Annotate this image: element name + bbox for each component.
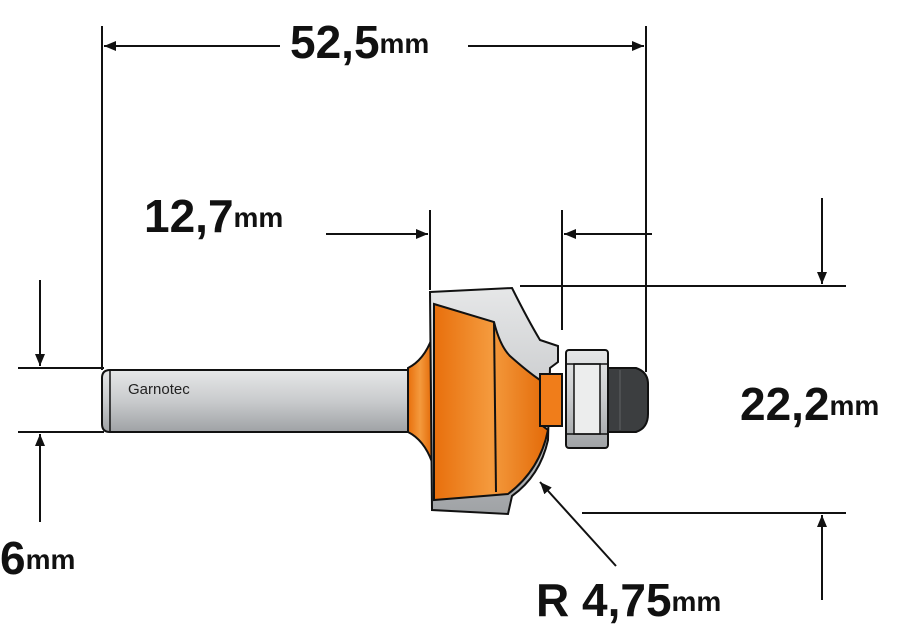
- cutting-diameter-label: 22,2mm: [740, 378, 879, 430]
- extension-lines: [18, 26, 846, 514]
- shank-diameter-unit: mm: [26, 544, 76, 575]
- radius-label: R 4,75mm: [536, 574, 721, 626]
- cutting-length-unit: mm: [234, 202, 284, 233]
- bearing-inner-ring: [573, 363, 601, 435]
- overall-length-label: 52,5mm: [290, 16, 429, 68]
- cutting-length-value: 12,7: [144, 190, 234, 242]
- brand-label: Garnotec: [128, 381, 190, 398]
- cutter-neck: [407, 337, 433, 463]
- cutter-body: [433, 302, 550, 502]
- shank-diameter-label: 6mm: [0, 532, 75, 584]
- bearing-spindle: [539, 373, 563, 427]
- overall-length-value: 52,5: [290, 16, 380, 68]
- bearing: [565, 349, 609, 449]
- cutting-diameter-value: 22,2: [740, 378, 830, 430]
- radius-leader: [539, 481, 617, 567]
- cutting-length-label: 12,7mm: [144, 190, 283, 242]
- shank-diameter-value: 6: [0, 532, 26, 584]
- shank-body: [101, 369, 411, 433]
- cutting-diameter-unit: mm: [830, 390, 880, 421]
- overall-length-unit: mm: [380, 28, 430, 59]
- dimension-arrows: [35, 41, 827, 600]
- flute-line: [493, 321, 497, 493]
- radius-unit: mm: [672, 586, 722, 617]
- shank: Garnotec: [101, 369, 411, 433]
- bearing-screw: [607, 367, 649, 433]
- radius-value: R 4,75: [536, 574, 672, 626]
